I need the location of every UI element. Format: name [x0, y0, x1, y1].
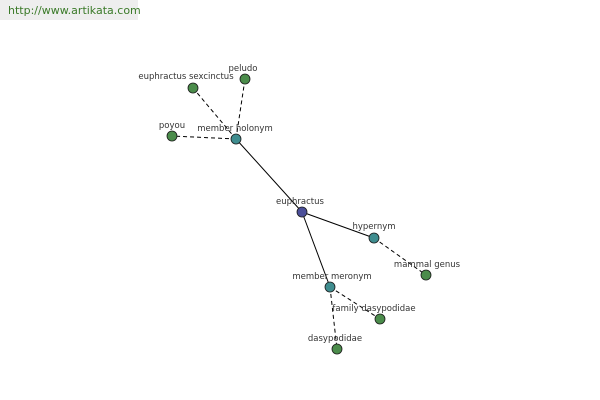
edge-member-meronym-to-dasypodidae [329, 286, 338, 350]
node-label-peludo: peludo [229, 64, 258, 74]
node-dasypodidae[interactable]: dasypodidae [308, 334, 362, 355]
node-dot-member-holonym[interactable] [230, 133, 242, 145]
node-peludo[interactable]: peludo [229, 64, 258, 85]
edge-euphractus-to-member-meronym [301, 211, 331, 288]
edge-euphractus-to-hypernym [301, 211, 375, 239]
node-family-dasypodidae[interactable]: family dasypodidae [332, 304, 416, 325]
node-dot-poyou[interactable] [166, 130, 178, 142]
nodes-layer: euphractus member holonym hypernym member m… [138, 64, 461, 355]
node-member-meronym[interactable]: member meronym [292, 272, 372, 293]
edges-layer [171, 78, 427, 350]
node-label-dasypodidae: dasypodidae [308, 334, 362, 344]
node-euphractus[interactable]: euphractus [276, 197, 325, 218]
node-dot-euphractus-sexcinctus[interactable] [187, 82, 199, 94]
edge-member-holonym-to-poyou [171, 135, 237, 140]
node-hypernym[interactable]: hypernym [352, 222, 396, 244]
node-member-holonym[interactable]: member holonym [197, 124, 273, 145]
node-dot-mammal-genus[interactable] [420, 269, 432, 281]
edge-member-holonym-to-peludo [235, 78, 246, 140]
node-euphractus-sexcinctus[interactable]: euphractus sexcinctus [138, 72, 234, 94]
node-dot-member-meronym[interactable] [324, 281, 336, 293]
node-label-member-meronym: member meronym [292, 272, 371, 282]
node-dot-hypernym[interactable] [368, 232, 380, 244]
url-banner: http://www.artikata.com [0, 0, 141, 20]
node-label-poyou: poyou [159, 121, 185, 131]
node-label-family-dasypodidae: family dasypodidae [332, 304, 415, 314]
node-poyou[interactable]: poyou [159, 121, 185, 142]
node-label-mammal-genus: mammal genus [394, 260, 461, 270]
node-mammal-genus[interactable]: mammal genus [394, 260, 461, 281]
site-url-link[interactable]: http://www.artikata.com [8, 4, 141, 17]
edge-hypernym-to-mammal-genus [373, 237, 427, 276]
edge-euphractus-to-member-holonym [235, 138, 303, 213]
node-dot-euphractus[interactable] [296, 206, 308, 218]
node-label-hypernym: hypernym [352, 222, 395, 232]
node-dot-family-dasypodidae[interactable] [374, 313, 386, 325]
node-dot-peludo[interactable] [239, 73, 251, 85]
node-dot-dasypodidae[interactable] [331, 343, 343, 355]
edge-member-meronym-to-family-dasypodidae [329, 286, 381, 320]
node-label-euphractus-sexcinctus: euphractus sexcinctus [138, 72, 234, 82]
node-label-euphractus: euphractus [276, 197, 324, 207]
node-label-member-holonym: member holonym [197, 124, 272, 134]
